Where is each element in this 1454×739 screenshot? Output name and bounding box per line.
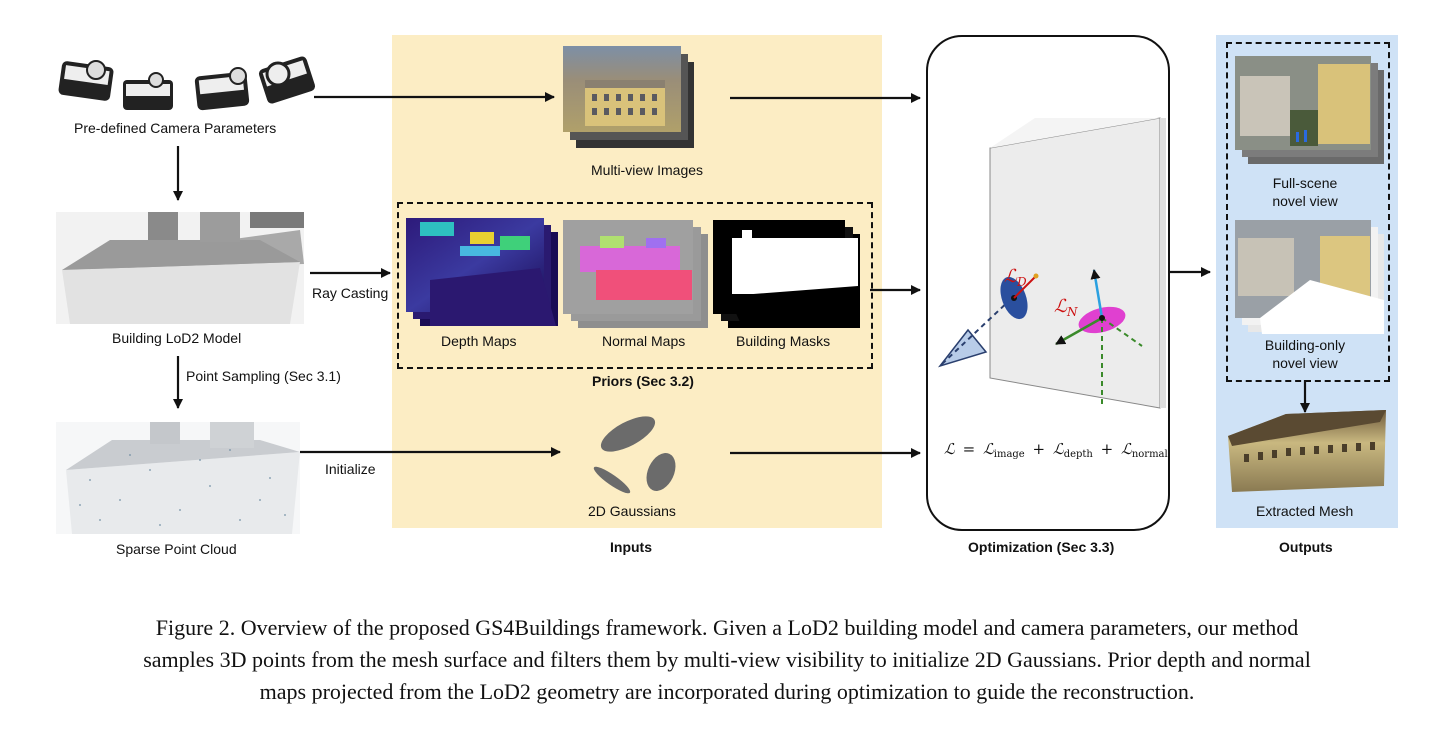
full-scene-render-stack xyxy=(1235,56,1384,164)
loss-equation: ℒ = ℒimage + ℒdepth + ℒnormal xyxy=(944,440,1168,461)
camera-icon xyxy=(258,56,316,104)
loss-d-symbol: ℒD xyxy=(1004,266,1027,289)
optimization-illustration: ℒD ℒN xyxy=(937,117,1166,409)
caption-line: samples 3D points from the mesh surface … xyxy=(143,647,1311,672)
priors-label: Priors (Sec 3.2) xyxy=(592,373,694,389)
camera-icons xyxy=(58,56,316,111)
sparse-point-cloud-render xyxy=(56,422,300,534)
figure-caption: Figure 2. Overview of the proposed GS4Bu… xyxy=(0,612,1454,708)
novel-views-group xyxy=(1226,42,1390,382)
depth-maps-stack xyxy=(406,218,558,326)
gaussian-ellipses xyxy=(593,416,676,494)
building-only-label-line1: Building-only xyxy=(1264,337,1346,353)
camera-icon xyxy=(123,72,173,110)
normal-maps-label: Normal Maps xyxy=(602,333,686,349)
loss-n-symbol: ℒN xyxy=(1054,296,1078,319)
gaussian-ellipse xyxy=(600,416,656,452)
building-only-render-stack xyxy=(1235,220,1384,334)
full-scene-label-line1: Full-scene xyxy=(1272,175,1338,191)
optimization-heading: Optimization (Sec 3.3) xyxy=(968,539,1115,555)
sparse-cloud-label: Sparse Point Cloud xyxy=(116,541,237,557)
point-sampling-label: Point Sampling (Sec 3.1) xyxy=(186,368,341,384)
building-masks-stack xyxy=(713,220,860,328)
building-masks-label: Building Masks xyxy=(736,333,831,349)
gaussian-ellipse xyxy=(593,466,631,494)
inputs-heading: Inputs xyxy=(610,539,652,555)
gaussians-label: 2D Gaussians xyxy=(588,503,676,519)
depth-maps-label: Depth Maps xyxy=(441,333,517,349)
outputs-heading: Outputs xyxy=(1279,539,1333,555)
initialize-label: Initialize xyxy=(325,461,376,477)
priors-group xyxy=(397,202,873,369)
lod2-model-render xyxy=(56,212,304,324)
extracted-mesh-label: Extracted Mesh xyxy=(1256,503,1354,519)
multi-view-images-label: Multi-view Images xyxy=(591,162,704,178)
camera-icon xyxy=(194,67,250,111)
full-scene-label-line2: novel view xyxy=(1272,193,1338,209)
normal-maps-stack xyxy=(563,220,708,328)
multi-view-images-stack xyxy=(563,46,694,148)
caption-line: maps projected from the LoD2 geometry ar… xyxy=(259,679,1195,704)
ray-casting-label: Ray Casting xyxy=(312,285,389,301)
camera-icon xyxy=(58,60,114,101)
gaussian-ellipse xyxy=(646,453,676,491)
building-only-label-line2: novel view xyxy=(1272,355,1338,371)
camera-params-label: Pre-defined Camera Parameters xyxy=(74,120,277,136)
lod2-model-label: Building LoD2 Model xyxy=(112,330,242,346)
extracted-mesh-render xyxy=(1228,410,1386,492)
caption-line: Figure 2. Overview of the proposed GS4Bu… xyxy=(155,615,1299,640)
camera-frustum xyxy=(937,328,988,368)
